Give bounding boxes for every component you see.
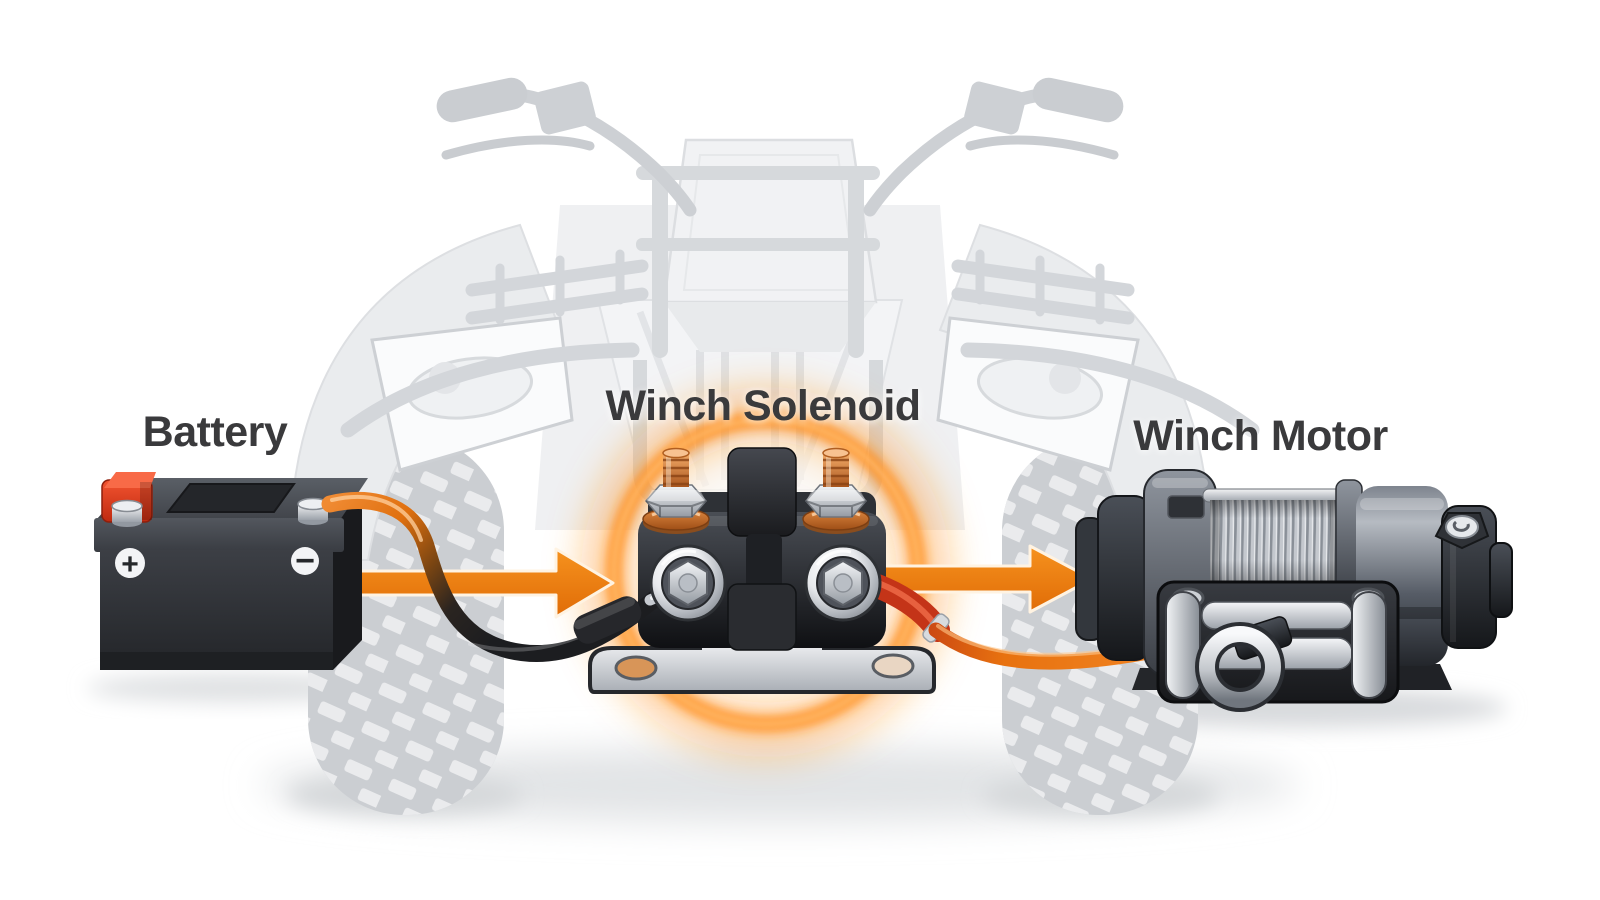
plus-icon: + xyxy=(121,548,139,581)
battery-positive-badge: + xyxy=(115,548,145,581)
battery-top-panel xyxy=(165,483,296,513)
battery-illustration: + − xyxy=(94,472,368,670)
atv-right-brake-lever xyxy=(965,135,1119,160)
atv-windshield xyxy=(662,138,878,304)
right-arrow-icon xyxy=(350,547,615,619)
atv-front-bumper xyxy=(636,166,880,358)
bracket-hole-left xyxy=(614,655,658,681)
winch-motor-illustration xyxy=(1075,469,1513,712)
atv-headlight-pod xyxy=(664,302,876,352)
flow-arrow-battery-to-solenoid xyxy=(350,547,615,619)
motor-terminal-stud xyxy=(1434,512,1490,550)
solenoid-front-bolt-left xyxy=(649,544,727,622)
cable-connector-sleeve xyxy=(573,596,642,644)
motor-label: Winch Motor xyxy=(1133,412,1388,460)
bracket-hole-right xyxy=(871,653,915,679)
battery-terminal-post-right xyxy=(297,497,329,525)
battery-terminal-post-left xyxy=(111,499,143,527)
solenoid-label: Winch Solenoid xyxy=(605,382,921,430)
winch-cable-drum xyxy=(1210,500,1340,592)
minus-icon: − xyxy=(295,542,315,580)
atv-racks xyxy=(340,249,1260,438)
battery-label: Battery xyxy=(142,408,288,456)
winch-solenoid-illustration xyxy=(588,447,936,694)
solenoid-front-bolt-right xyxy=(804,544,882,622)
atv-left-brake-lever xyxy=(441,135,595,160)
atv-handlebars xyxy=(436,77,1124,217)
battery-negative-badge: − xyxy=(291,542,319,580)
winch-hook-eyelet xyxy=(1195,622,1285,712)
solenoid-center-block xyxy=(727,447,797,537)
